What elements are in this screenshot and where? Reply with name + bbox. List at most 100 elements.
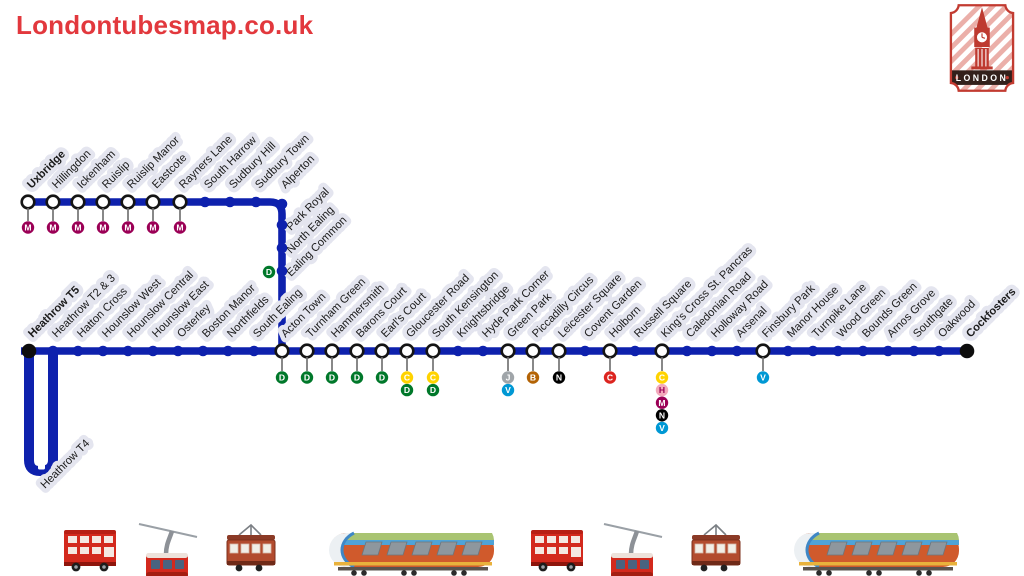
- roundel-d-00782a: D: [350, 371, 364, 384]
- cabin-window: [640, 560, 649, 569]
- roundel-d-00782a: D: [300, 371, 314, 384]
- roundel-h-f3a9bb: H: [655, 383, 669, 397]
- train-stripe-yellow: [799, 562, 957, 566]
- cabin-skirt: [146, 572, 188, 576]
- train-window: [436, 541, 458, 556]
- train-wheel: [926, 570, 932, 576]
- roundel-letter: M: [176, 223, 183, 233]
- cabin-roof-band: [146, 553, 188, 558]
- stamp-banner: LONDON: [950, 70, 1014, 85]
- cabin-window: [151, 560, 160, 569]
- bus-lower-window: [559, 547, 568, 554]
- roundel-d-00782a: D: [262, 265, 276, 279]
- roundel-m-9b0056: M: [96, 221, 110, 234]
- roundel-letter: N: [556, 373, 562, 383]
- interchange-marker: [602, 343, 618, 359]
- station-dot: [197, 345, 209, 357]
- roundel-m-9b0056: M: [46, 221, 60, 234]
- roundel-letter: C: [607, 373, 613, 383]
- double-decker-bus-icon: [531, 530, 583, 572]
- interchange-marker: [95, 194, 111, 210]
- train-window: [361, 541, 383, 556]
- bus-skirt: [64, 562, 116, 566]
- roundel-circle: [426, 383, 440, 397]
- station-dot: [276, 242, 288, 254]
- interchange-marker: [274, 343, 290, 359]
- roundel-d-00782a: D: [275, 371, 289, 384]
- interchange-marker: [551, 343, 567, 359]
- train-roof-stripe-green: [342, 533, 494, 540]
- terminus-marker: [21, 343, 37, 359]
- bus-wheel-hub: [541, 565, 545, 569]
- interchange-marker: [299, 343, 315, 359]
- bus-wheel-hub: [74, 565, 78, 569]
- interchange-marker: [500, 343, 516, 359]
- line-paths: [21, 198, 967, 476]
- cabin-skirt: [611, 572, 653, 576]
- interchange-marker: [70, 194, 86, 210]
- roundel-d-00782a: D: [325, 371, 339, 384]
- station-dot: [224, 196, 236, 208]
- train-wheel: [826, 570, 832, 576]
- bus-upper-window: [571, 536, 580, 543]
- roundel-circle: [325, 371, 339, 384]
- interchange-marker: [324, 343, 340, 359]
- terminus-marker: [959, 343, 975, 359]
- train-roof-stripe-green: [807, 533, 959, 540]
- roundel-letter: M: [658, 398, 665, 408]
- roundel-letter: C: [430, 373, 436, 383]
- roundel-d-00782a: D: [400, 383, 414, 397]
- tram-window: [251, 543, 261, 554]
- cabin-window: [628, 560, 637, 569]
- roundel-circle: [655, 409, 669, 422]
- station-dot: [832, 345, 844, 357]
- station-dot: [172, 345, 184, 357]
- roundel-letter: D: [404, 385, 410, 395]
- roundel-circle: [400, 371, 414, 384]
- train-window: [876, 541, 898, 556]
- bus-lower-window: [80, 547, 89, 554]
- station-dot: [681, 345, 693, 357]
- train-wheel: [916, 570, 922, 576]
- roundel-letter: M: [24, 223, 31, 233]
- interchange-marker: [45, 194, 61, 210]
- train-window: [461, 541, 483, 556]
- station-dot: [47, 345, 59, 357]
- bus-upper-window: [559, 536, 568, 543]
- bus-roof: [64, 530, 116, 534]
- train-wheel: [866, 570, 872, 576]
- interchange-marker: [349, 343, 365, 359]
- roundel-v-0098d4: V: [501, 383, 515, 397]
- train-wheel: [411, 570, 417, 576]
- bus-windscreen: [571, 547, 581, 557]
- roundel-v-0098d4: V: [655, 421, 669, 435]
- tram-window: [716, 543, 726, 554]
- roundel-letter: C: [404, 373, 410, 383]
- stamp-banner-text: LONDON: [956, 73, 1008, 83]
- bus-upper-window: [92, 536, 101, 543]
- station-dot: [452, 345, 464, 357]
- tram-wheel: [700, 564, 708, 572]
- station-dot: [97, 345, 109, 357]
- site-title[interactable]: Londontubesmap.co.uk: [16, 10, 314, 40]
- roundel-circle: [655, 396, 669, 409]
- roundel-circle: [426, 371, 440, 384]
- roundel-letter: M: [149, 223, 156, 233]
- station-markers: [20, 194, 975, 371]
- tram-window: [262, 543, 272, 554]
- bus-windscreen: [104, 547, 114, 557]
- roundel-letter: D: [329, 373, 335, 383]
- roundel-letter: J: [506, 373, 511, 383]
- roundel-circle: [501, 371, 515, 384]
- bus-wheel-hub: [569, 565, 573, 569]
- station-dot: [857, 345, 869, 357]
- tram-window: [229, 543, 239, 554]
- cabin-window: [163, 560, 172, 569]
- roundel-c-dc241f: C: [603, 371, 617, 384]
- roundel-circle: [96, 221, 110, 234]
- station-labels: UxbridgeHillingdonIckenhamRuislipRuislip…: [21, 128, 1023, 495]
- bus-lower-window: [535, 547, 544, 554]
- cabin-window: [616, 560, 625, 569]
- train-undercarriage: [803, 567, 953, 571]
